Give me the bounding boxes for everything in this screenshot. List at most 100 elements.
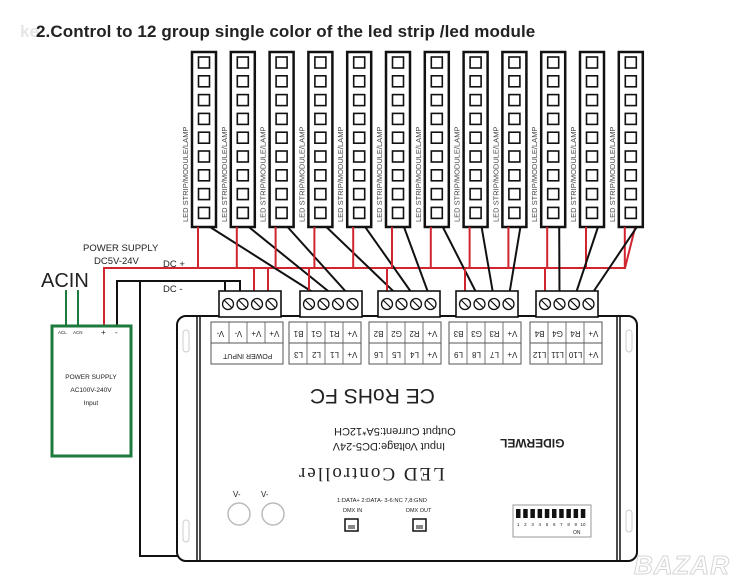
dip-toggle[interactable] bbox=[516, 509, 521, 518]
led-chip bbox=[469, 75, 482, 88]
dmx-out-port[interactable]: DMX OUT bbox=[406, 508, 432, 532]
terminal-screw[interactable] bbox=[302, 297, 316, 311]
terminal-screw[interactable] bbox=[265, 297, 278, 311]
led-chip bbox=[430, 93, 444, 107]
terminal-blocks bbox=[218, 290, 599, 318]
led-strip-label: LED STRIP/MODULE/LAMP bbox=[297, 127, 306, 222]
led-chip bbox=[585, 93, 599, 107]
terminal-label: L6 bbox=[374, 350, 383, 359]
led-strip: LED STRIP/MODULE/LAMP bbox=[414, 50, 451, 229]
led-chip bbox=[391, 112, 405, 126]
led-chip bbox=[546, 75, 560, 88]
terminal-screw[interactable] bbox=[567, 297, 581, 311]
led-chip bbox=[624, 150, 638, 163]
dip-toggle[interactable] bbox=[559, 509, 564, 518]
led-strip: LED STRIP/MODULE/LAMP bbox=[181, 50, 218, 229]
led-chip bbox=[275, 75, 288, 88]
terminal-screw[interactable] bbox=[502, 297, 515, 311]
terminal-screw[interactable] bbox=[458, 297, 472, 311]
svg-text:GIDERWEL: GIDERWEL bbox=[500, 436, 564, 450]
led-chip bbox=[624, 169, 638, 182]
terminal-label: V- bbox=[216, 329, 224, 338]
led-chip bbox=[352, 75, 366, 88]
led-chip bbox=[624, 131, 638, 144]
input-voltage-spec: Input Voltage:DC5-24V bbox=[332, 440, 445, 452]
dip-toggle[interactable] bbox=[580, 509, 586, 518]
dc-positive-bus bbox=[103, 227, 636, 326]
dip-number: 4 bbox=[539, 522, 542, 527]
psu-terminal-minus: - bbox=[115, 328, 118, 337]
strip-channel-wire bbox=[209, 226, 325, 300]
dmx-in-port[interactable]: DMX IN bbox=[343, 508, 362, 532]
led-chip bbox=[508, 131, 521, 144]
led-strip: LED STRIP/MODULE/LAMP bbox=[453, 50, 489, 229]
terminal-screw[interactable] bbox=[395, 297, 408, 311]
led-strip: LED STRIP/MODULE/LAMP bbox=[530, 50, 567, 229]
terminal-screw[interactable] bbox=[317, 297, 330, 311]
dip-toggle[interactable] bbox=[537, 509, 543, 518]
dip-toggle[interactable] bbox=[566, 509, 571, 518]
strip-channel-wire bbox=[286, 226, 354, 300]
led-chip bbox=[314, 75, 327, 88]
terminal-label: B4 bbox=[534, 329, 544, 338]
led-chip bbox=[197, 93, 211, 107]
psu-input-label: Input bbox=[84, 400, 99, 407]
terminal-screw[interactable] bbox=[346, 297, 359, 311]
dip-toggle[interactable] bbox=[530, 509, 535, 518]
led-chip bbox=[236, 131, 250, 144]
terminal-screw[interactable] bbox=[221, 297, 235, 311]
terminal-screw[interactable] bbox=[553, 297, 566, 311]
terminal-label: G2 bbox=[391, 329, 402, 338]
terminal-screw[interactable] bbox=[250, 297, 264, 311]
led-chip bbox=[430, 187, 444, 201]
led-chip bbox=[391, 56, 405, 69]
led-chip bbox=[508, 169, 521, 182]
psu-input-range: AC100V-240V bbox=[70, 387, 112, 394]
svg-text:LED Controller: LED Controller bbox=[297, 463, 445, 484]
terminal-label: B1 bbox=[293, 329, 303, 338]
terminal-label: L5 bbox=[392, 350, 401, 359]
led-chip bbox=[314, 206, 327, 220]
led-chip bbox=[430, 56, 444, 69]
terminal-block bbox=[535, 290, 599, 318]
led-chip bbox=[197, 169, 211, 182]
dip-toggle[interactable] bbox=[552, 509, 557, 518]
led-chip bbox=[624, 206, 638, 220]
brand-logo: GIDERWEL bbox=[500, 436, 564, 450]
dip-toggle[interactable] bbox=[523, 509, 528, 518]
terminal-label: B3 bbox=[453, 329, 463, 338]
v-minus-port-1[interactable]: V- bbox=[227, 490, 251, 526]
terminal-screw[interactable] bbox=[409, 297, 423, 311]
dip-number: 1 bbox=[517, 522, 520, 527]
led-chip bbox=[508, 112, 521, 126]
led-chip bbox=[585, 131, 599, 144]
terminal-screw[interactable] bbox=[487, 297, 501, 311]
led-chip bbox=[585, 150, 599, 163]
terminal-label-box: V-V-V+V+POWER INPUT bbox=[210, 321, 284, 365]
page-title: 2.Control to 12 group single color of th… bbox=[36, 22, 536, 41]
terminal-screw[interactable] bbox=[331, 297, 345, 311]
power-input-label: POWER INPUT bbox=[222, 352, 272, 359]
led-chip bbox=[546, 112, 560, 126]
terminal-screw[interactable] bbox=[380, 297, 394, 311]
terminal-screw[interactable] bbox=[236, 297, 249, 311]
led-chip bbox=[469, 187, 482, 201]
led-chip bbox=[430, 169, 444, 182]
terminal-label: V+ bbox=[347, 329, 357, 338]
strip-channel-wire bbox=[325, 226, 403, 300]
terminal-screw[interactable] bbox=[538, 297, 552, 311]
led-strip: LED STRIP/MODULE/LAMP bbox=[375, 50, 412, 229]
led-chip bbox=[585, 112, 599, 126]
terminal-screw[interactable] bbox=[424, 297, 437, 311]
led-chip bbox=[546, 131, 560, 144]
psu-terminal-plus: + bbox=[101, 328, 106, 337]
terminal-label: V- bbox=[234, 329, 242, 338]
dip-toggle[interactable] bbox=[544, 509, 550, 518]
terminal-screw[interactable] bbox=[582, 297, 595, 311]
svg-text:CE RoHS FC: CE RoHS FC bbox=[310, 384, 435, 407]
dip-toggle[interactable] bbox=[573, 509, 579, 518]
terminal-screw[interactable] bbox=[473, 297, 486, 311]
v-minus-port-2[interactable]: V- bbox=[261, 490, 285, 526]
led-chip bbox=[197, 187, 211, 201]
